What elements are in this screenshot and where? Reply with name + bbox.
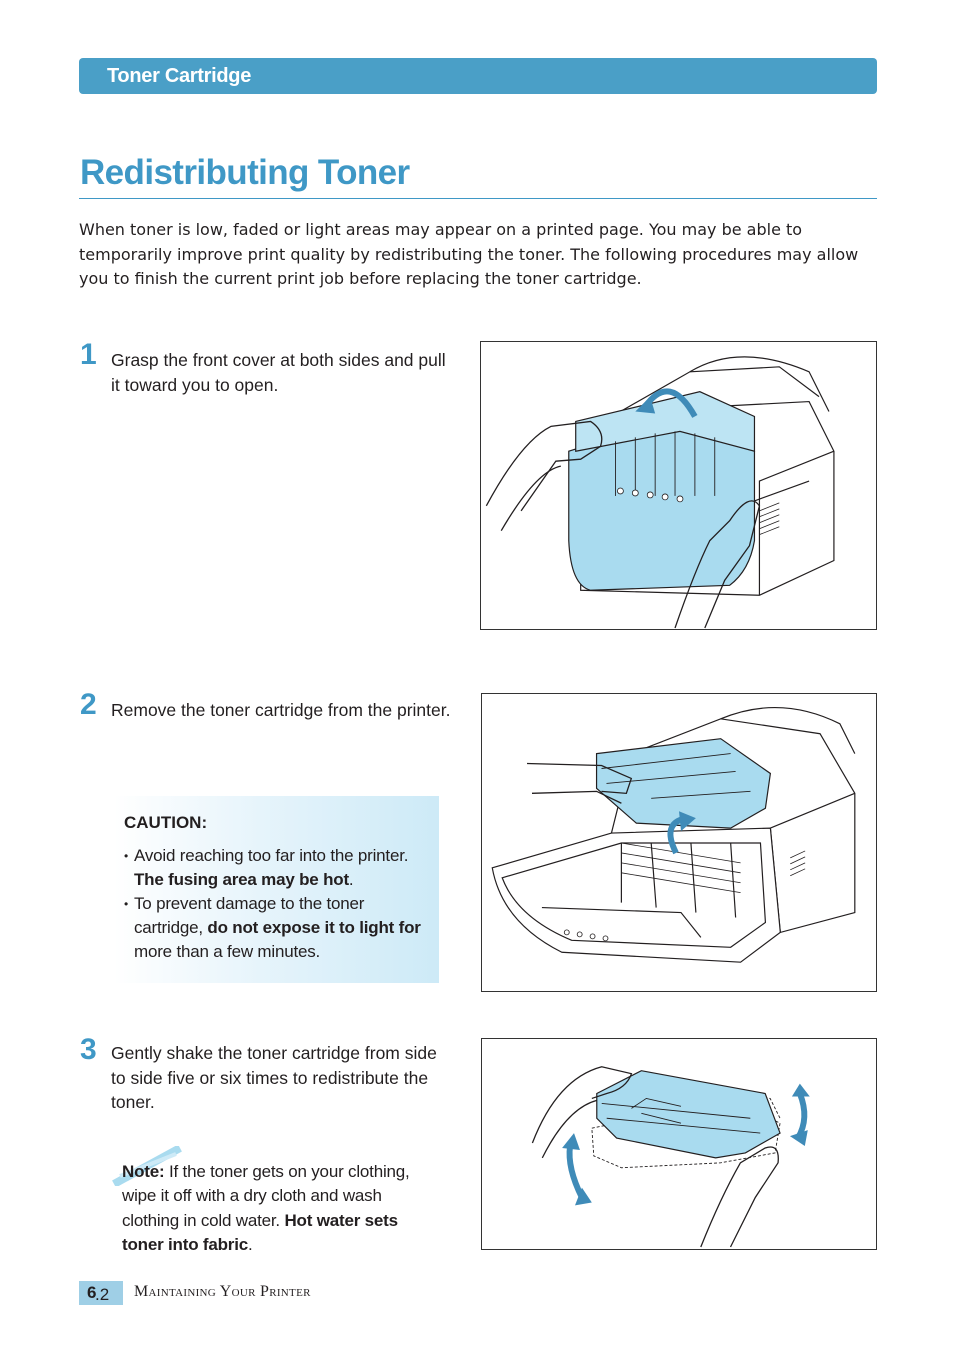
step-1-figure bbox=[480, 341, 877, 630]
section-header-title: Toner Cartridge bbox=[107, 65, 252, 87]
step-1-number: 1 bbox=[80, 338, 97, 371]
remove-toner-cartridge-illustration bbox=[491, 707, 856, 963]
section-header-bar: Toner Cartridge bbox=[79, 58, 877, 94]
caution-item: Avoid reaching too far into the printer.… bbox=[124, 844, 434, 892]
caution-item-text: To prevent damage to the toner cartridge… bbox=[134, 894, 365, 937]
title-divider bbox=[79, 198, 877, 199]
note-paragraph: Note: If the toner gets on your clothing… bbox=[122, 1160, 442, 1257]
note-end: . bbox=[248, 1234, 253, 1254]
page-number: .2 bbox=[95, 1285, 110, 1304]
caution-title: CAUTION: bbox=[124, 813, 208, 832]
note-label: Note: bbox=[122, 1162, 165, 1181]
caution-item-bold: do not expose it to light for bbox=[207, 918, 421, 937]
footer-section-title: Maintaining Your Printer bbox=[134, 1283, 311, 1300]
printer-open-cover-illustration bbox=[485, 356, 835, 629]
shake-toner-cartridge-illustration bbox=[531, 1066, 810, 1248]
note-pen-icon bbox=[112, 1146, 182, 1186]
caution-item-end: . bbox=[348, 870, 354, 889]
page-number-badge: 6.2 bbox=[79, 1281, 123, 1305]
note-bold: Hot water sets toner into fabric bbox=[122, 1210, 398, 1254]
page-chapter: 6 bbox=[87, 1283, 97, 1302]
step-2-text: Remove the toner cartridge from the prin… bbox=[111, 700, 451, 720]
page-title: Redistributing Toner bbox=[80, 153, 410, 192]
step-2-number: 2 bbox=[80, 688, 97, 721]
step-3-number: 3 bbox=[80, 1033, 97, 1066]
step-1-text: Grasp the front cover at both sides and … bbox=[111, 350, 446, 395]
caution-item-text: Avoid reaching too far into the printer. bbox=[134, 846, 409, 865]
step-2-figure bbox=[481, 693, 877, 992]
note-text: If the toner gets on your clothing, wipe… bbox=[122, 1162, 410, 1230]
intro-paragraph: When toner is low, faded or light areas … bbox=[79, 220, 859, 288]
caution-item-bold: The fusing area may be hot bbox=[134, 870, 349, 889]
step-3-figure bbox=[481, 1038, 877, 1250]
caution-box: CAUTION: Avoid reaching too far into the… bbox=[114, 796, 439, 983]
caution-item-end: more than a few minutes. bbox=[134, 942, 321, 961]
caution-item: To prevent damage to the toner cartridge… bbox=[124, 892, 434, 964]
step-3-text: Gently shake the toner cartridge from si… bbox=[111, 1043, 437, 1112]
